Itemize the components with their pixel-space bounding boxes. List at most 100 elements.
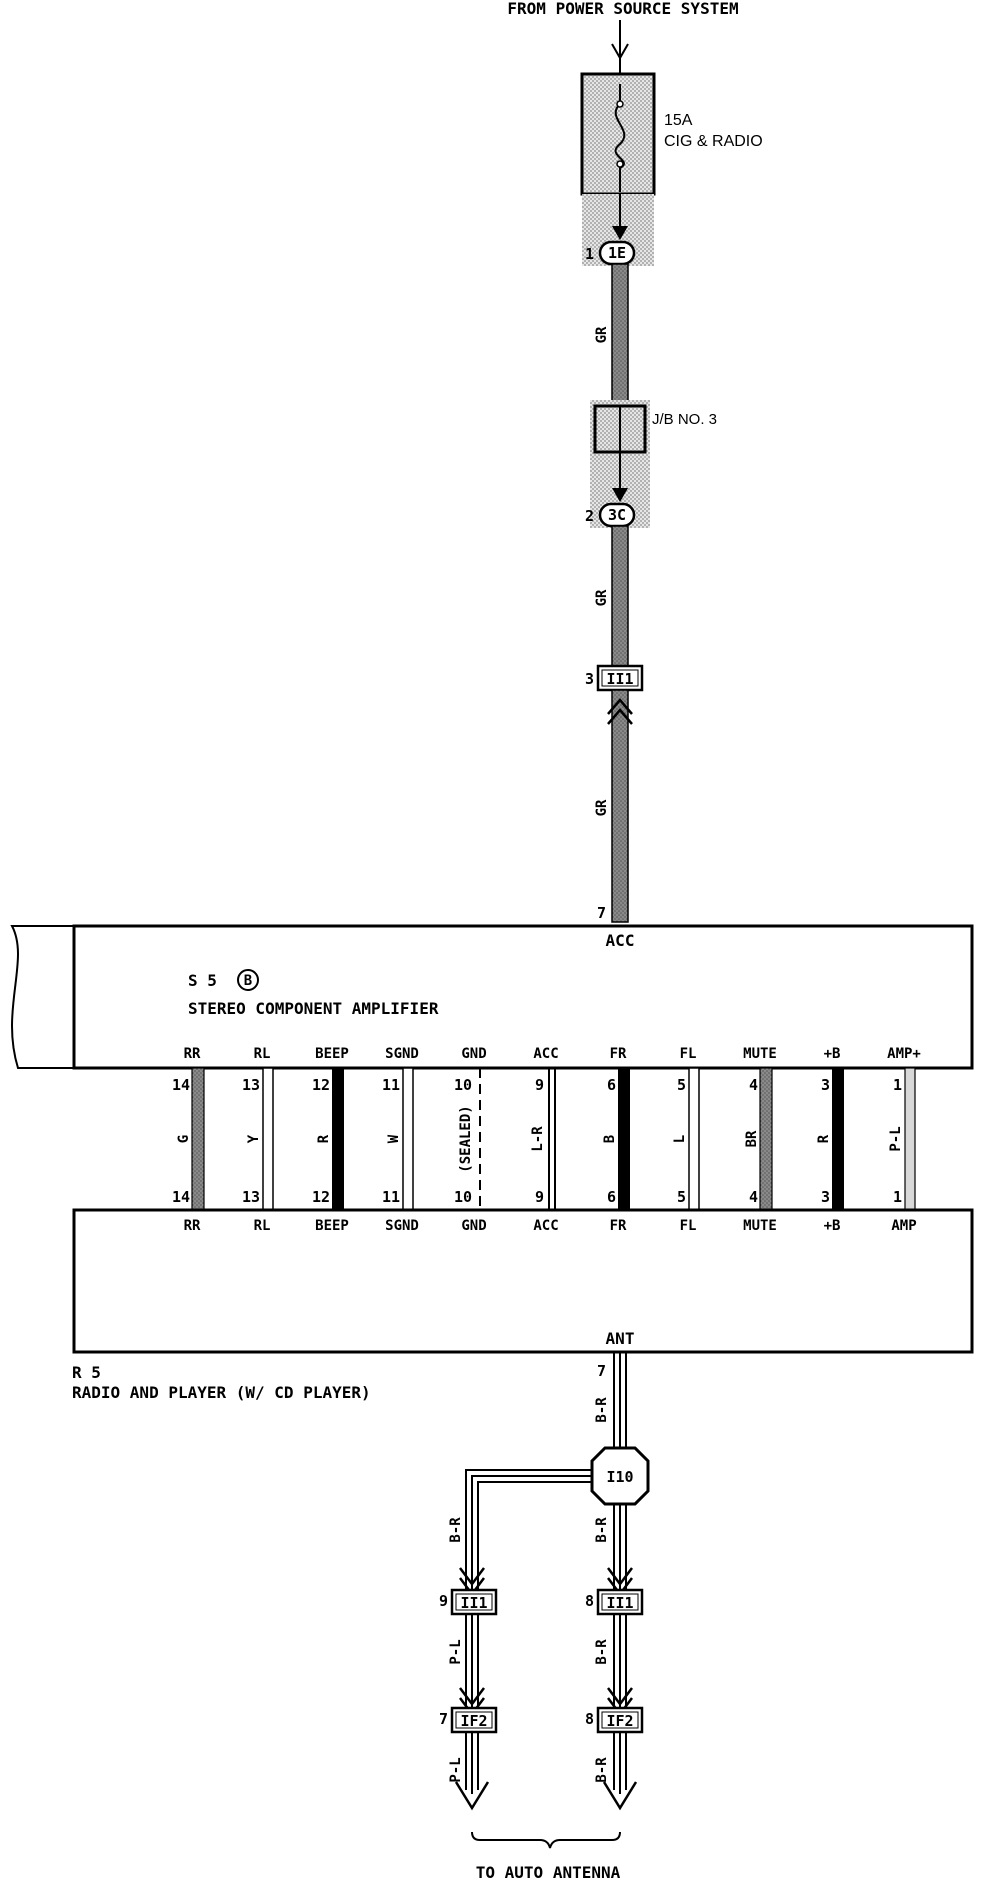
auto-antenna-label: TO AUTO ANTENNA — [476, 1863, 621, 1882]
radio-terminal-4: GND — [461, 1218, 486, 1234]
source-arrow-icon — [611, 43, 629, 61]
amp-pin-1: 13 — [242, 1076, 260, 1094]
radio-pin-8: 4 — [749, 1188, 758, 1206]
c2-pin: 2 — [585, 507, 594, 525]
amp-pin-7: 5 — [677, 1076, 686, 1094]
arrow-1e-icon — [612, 226, 628, 240]
amp-terminal-1: RL — [254, 1046, 271, 1062]
radio-pin-5: 9 — [535, 1188, 544, 1206]
wire-br-right-3-label: B-R — [594, 1757, 610, 1783]
radio-pin-4: 10 — [454, 1188, 472, 1206]
right-ii1-pin: 8 — [585, 1592, 594, 1610]
wire-pl-left-1 — [465, 1614, 479, 1708]
radio-pin-0: 14 — [172, 1188, 190, 1206]
radio-terminal-9: +B — [824, 1218, 841, 1234]
radio-terminal-0: RR — [184, 1218, 201, 1234]
amp-pin-10: 1 — [893, 1076, 902, 1094]
amp-pin-2: 12 — [312, 1076, 330, 1094]
right-if2-pin: 8 — [585, 1710, 594, 1728]
amp-pin-5: 9 — [535, 1076, 544, 1094]
wire-br-left-branch — [465, 1469, 592, 1590]
amplifier-edge — [10, 925, 74, 1069]
radio-terminal-1: RL — [254, 1218, 271, 1234]
terminal-wire-7: 55L — [672, 1067, 700, 1211]
connector-ii1-top-code: II1 — [606, 670, 633, 688]
amp-pin-0: 14 — [172, 1076, 190, 1094]
amp-pin-8: 4 — [749, 1076, 758, 1094]
radio-and-player[interactable] — [72, 1208, 974, 1354]
wire-br-main — [613, 1352, 627, 1452]
radio-pin-2: 12 — [312, 1188, 330, 1206]
wire-gr-3-label: GR — [594, 799, 610, 816]
radio-terminal-8: MUTE — [743, 1218, 777, 1234]
left-ii1-pin: 9 — [439, 1592, 448, 1610]
radio-terminal-3: SGND — [385, 1218, 419, 1234]
amp-terminal-6: FR — [610, 1046, 627, 1062]
radio-pin-7: 5 — [677, 1188, 686, 1206]
amp-terminal-4: GND — [461, 1046, 486, 1062]
amp-terminal-0: RR — [184, 1046, 201, 1062]
jb-label: J/B NO. 3 — [652, 411, 717, 428]
connector-if2-right-code: IF2 — [606, 1712, 633, 1730]
terminal-wire-label-8: BR — [744, 1130, 760, 1147]
radio-code: R 5 — [72, 1363, 101, 1382]
amp-terminal-2: BEEP — [315, 1046, 349, 1062]
c3-pin: 3 — [585, 670, 594, 688]
terminal-wires: 1414G1313Y1212R1111W1010(SEALED)99L-R66B… — [172, 1067, 916, 1211]
wire-br-right-2 — [613, 1614, 627, 1708]
wire-gr-1 — [611, 263, 629, 407]
amp-terminal-3: SGND — [385, 1046, 419, 1062]
amp-pin-4: 10 — [454, 1076, 472, 1094]
wire-br-right-2-label: B-R — [594, 1639, 610, 1665]
stereo-component-amplifier[interactable] — [72, 924, 974, 1070]
terminal-wire-5: 99L-R — [530, 1068, 556, 1210]
amp-terminal-5: ACC — [533, 1046, 558, 1062]
amp-name: STEREO COMPONENT AMPLIFIER — [188, 999, 439, 1018]
terminal-wire-label-6: B — [602, 1135, 618, 1143]
arrow-3c-icon — [612, 488, 628, 502]
amp-terminal-8: MUTE — [743, 1046, 777, 1062]
c1-pin: 1 — [585, 245, 594, 263]
arrow-down-right-icon — [602, 1781, 638, 1811]
left-if2-pin: 7 — [439, 1710, 448, 1728]
wire-pl-left-2-label: P-L — [448, 1757, 464, 1782]
junction-i10-code: I10 — [606, 1468, 633, 1486]
terminal-wire-10: 11P-L — [888, 1067, 916, 1211]
amp-acc-pin: 7 — [597, 904, 606, 922]
radio-ant-pin: 7 — [597, 1362, 606, 1380]
radio-pin-9: 3 — [821, 1188, 830, 1206]
terminal-wire-label-2: R — [316, 1134, 332, 1143]
wire-br-left-label: B-R — [448, 1517, 464, 1543]
terminal-wire-label-5: L-R — [530, 1126, 546, 1152]
wire-gr-1-label: GR — [594, 326, 610, 343]
brace-icon — [471, 1831, 621, 1849]
radio-pin-6: 6 — [607, 1188, 616, 1206]
amp-terminal-7: FL — [680, 1046, 697, 1062]
terminal-wire-6: 66B — [602, 1068, 630, 1210]
terminal-wire-label-0: G — [176, 1135, 192, 1143]
terminal-wire-label-1: Y — [246, 1134, 262, 1143]
fuse-icon — [614, 84, 626, 192]
amp-terminal-10: AMP+ — [887, 1046, 921, 1062]
amp-badge-icon — [237, 969, 259, 991]
chevron-up-icon — [607, 698, 633, 725]
wire-gr-2 — [611, 525, 629, 667]
terminal-wire-label-3: W — [386, 1134, 402, 1143]
radio-name: RADIO AND PLAYER (W/ CD PLAYER) — [72, 1383, 371, 1402]
amp-code-badge: B — [244, 973, 252, 989]
terminal-wire-label-9: R — [816, 1134, 832, 1143]
connector-if2-left-code: IF2 — [460, 1712, 487, 1730]
terminal-wire-9: 33R — [816, 1068, 844, 1210]
connector-1e-code: 1E — [608, 244, 626, 262]
radio-terminal-2: BEEP — [315, 1218, 349, 1234]
radio-terminal-5: ACC — [533, 1218, 558, 1234]
wire-pl-left-1-label: P-L — [448, 1639, 464, 1664]
terminal-wire-label-4: (SEALED) — [458, 1105, 474, 1172]
radio-pin-3: 11 — [382, 1188, 400, 1206]
